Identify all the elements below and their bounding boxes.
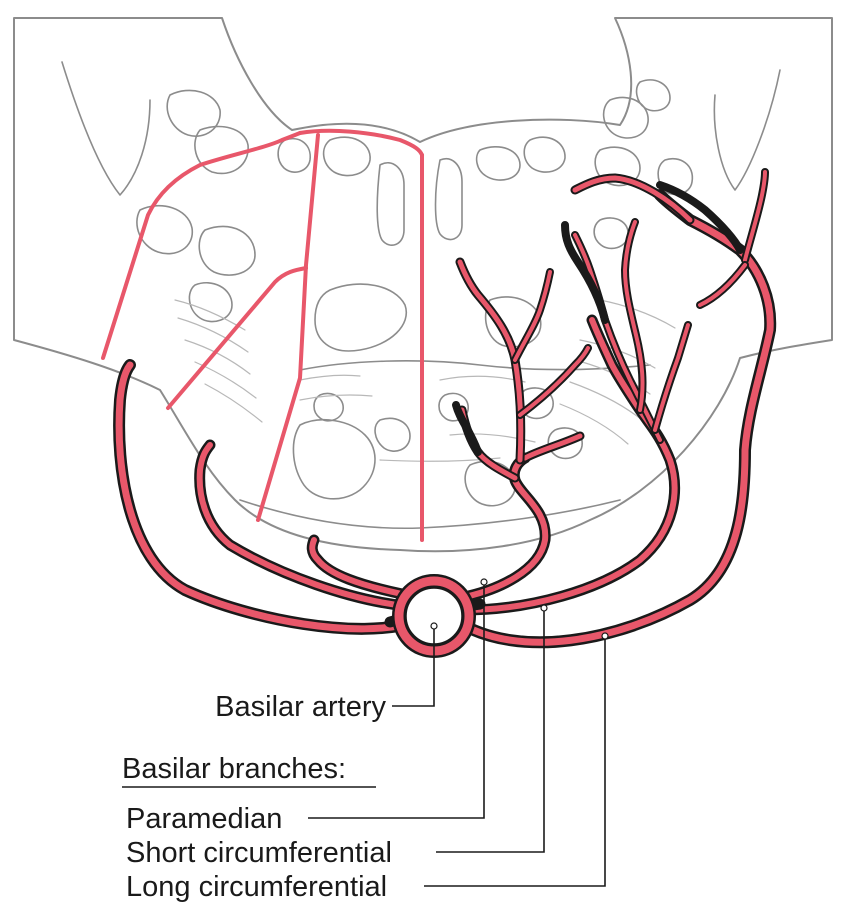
leader-short-circumferential — [436, 608, 545, 853]
leader-basilar-artery — [392, 626, 435, 707]
internal-structures — [136, 79, 694, 507]
leader-lines — [308, 578, 609, 887]
arteries — [101, 128, 777, 658]
label-paramedian: Paramedian — [126, 803, 282, 835]
labels: Basilar artery Basilar branches: Paramed… — [122, 691, 392, 903]
leader-paramedian — [308, 582, 485, 819]
label-basilar-artery: Basilar artery — [215, 691, 386, 723]
leader-long-circumferential — [424, 636, 606, 887]
label-long-circumferential: Long circumferential — [126, 871, 387, 903]
label-basilar-branches-heading: Basilar branches: — [122, 753, 346, 785]
label-short-circumferential: Short circumferential — [126, 837, 392, 869]
pontine-fibers — [174, 299, 676, 462]
